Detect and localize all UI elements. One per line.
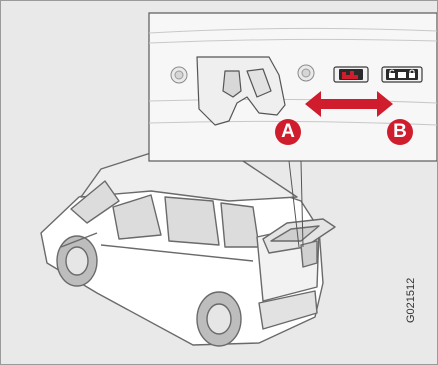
child-lock-button-icon [334, 67, 368, 82]
unlock-lock-button-icon [382, 67, 422, 82]
callout-a: A [275, 119, 301, 145]
callout-b: B [387, 119, 413, 145]
figure-code: G021512 [405, 278, 417, 323]
